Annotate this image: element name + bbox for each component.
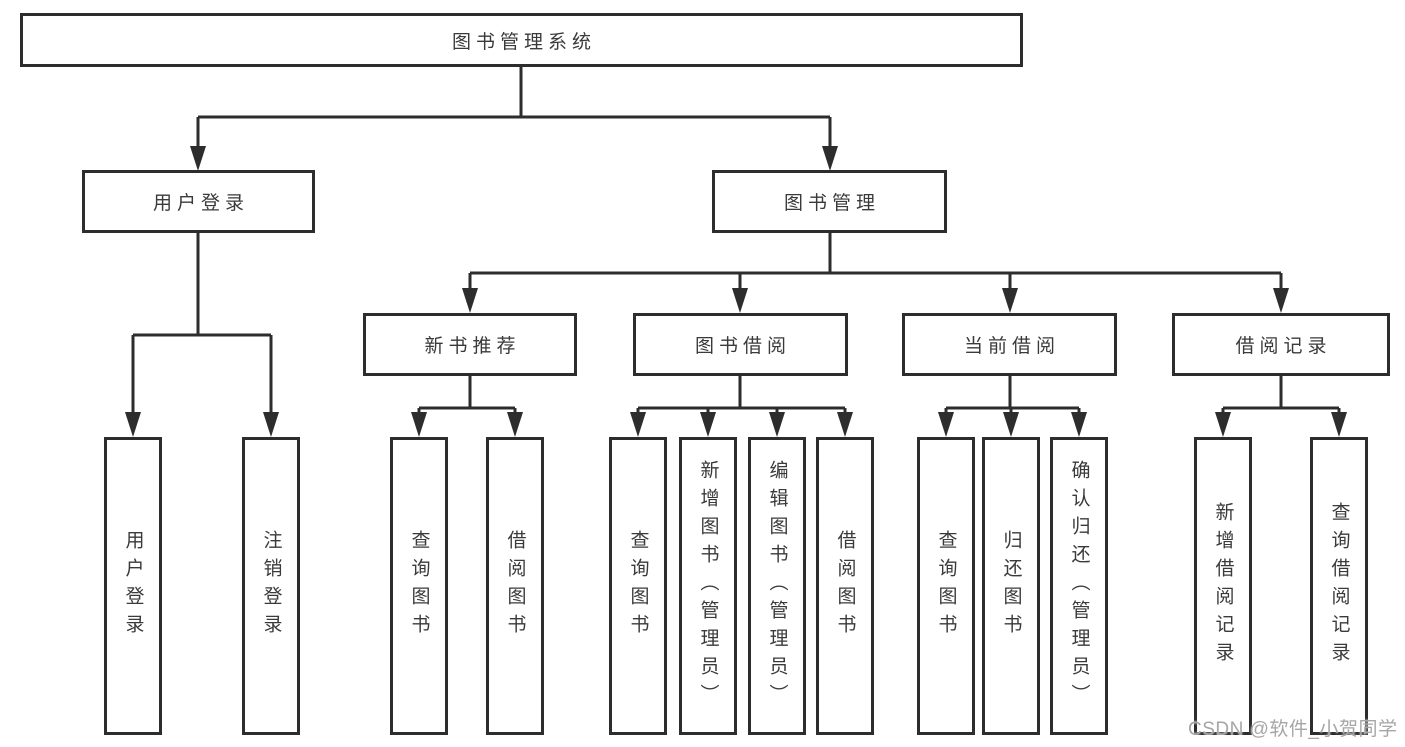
leaf-label: 查询图书 xyxy=(627,530,649,642)
leaf-query-books-borrow: 查询图书 xyxy=(609,437,667,735)
leaf-label: 用户登录 xyxy=(122,530,144,642)
connector-book-borrow-to-leaves xyxy=(630,376,853,437)
node-borrow-record: 借阅记录 xyxy=(1172,313,1390,376)
node-book-borrow: 图书借阅 xyxy=(633,313,848,376)
leaf-label: 查询图书 xyxy=(408,530,430,642)
leaf-label: 借阅图书 xyxy=(834,530,856,642)
node-book-borrow-label: 图书借阅 xyxy=(694,336,791,357)
connector-borrow-record-to-leaves xyxy=(1215,376,1347,437)
node-user-login: 用户登录 xyxy=(82,170,315,233)
csdn-watermark: CSDN @软件_小贺同学 xyxy=(1188,719,1398,740)
node-new-book-recommend: 新书推荐 xyxy=(363,313,577,376)
leaf-query-books-current: 查询图书 xyxy=(917,437,975,735)
connector-book-mgmt-to-level3 xyxy=(462,233,1289,313)
leaf-edit-books-admin: 编辑图书（管理员） xyxy=(748,437,806,735)
node-new-book-recommend-label: 新书推荐 xyxy=(424,336,521,357)
connector-current-borrow-to-leaves xyxy=(938,376,1087,437)
leaf-label: 新增图书（管理员） xyxy=(697,460,719,712)
leaf-label: 编辑图书（管理员） xyxy=(766,460,788,712)
leaf-query-books-recommend: 查询图书 xyxy=(390,437,448,735)
leaf-label: 确认归还（管理员） xyxy=(1068,460,1090,712)
leaf-label: 归还图书 xyxy=(1000,530,1022,642)
leaf-user-login: 用户登录 xyxy=(104,437,162,735)
node-book-management-label: 图书管理 xyxy=(783,193,880,214)
leaf-label: 注销登录 xyxy=(260,530,282,642)
node-user-login-label: 用户登录 xyxy=(152,193,249,214)
connector-new-book-to-leaves xyxy=(411,376,523,437)
leaf-return-books: 归还图书 xyxy=(982,437,1040,735)
leaf-label: 借阅图书 xyxy=(504,530,526,642)
leaf-label: 新增借阅记录 xyxy=(1212,502,1234,670)
leaf-label: 查询借阅记录 xyxy=(1328,502,1350,670)
leaf-borrow-books-recommend: 借阅图书 xyxy=(486,437,544,735)
node-borrow-record-label: 借阅记录 xyxy=(1235,336,1332,357)
leaf-label: 查询图书 xyxy=(935,530,957,642)
connector-user-login-to-leaves xyxy=(125,233,279,437)
connector-root-to-level2 xyxy=(190,67,838,171)
node-root-system: 图书管理系统 xyxy=(20,13,1023,67)
leaf-add-borrow-record: 新增借阅记录 xyxy=(1194,437,1252,735)
node-root-label: 图书管理系统 xyxy=(451,31,596,53)
node-current-borrow: 当前借阅 xyxy=(902,313,1117,376)
leaf-confirm-return-admin: 确认归还（管理员） xyxy=(1050,437,1108,735)
leaf-add-books-admin: 新增图书（管理员） xyxy=(679,437,737,735)
leaf-logout: 注销登录 xyxy=(242,437,300,735)
node-book-management: 图书管理 xyxy=(712,170,947,233)
leaf-borrow-books: 借阅图书 xyxy=(816,437,874,735)
leaf-query-borrow-record: 查询借阅记录 xyxy=(1310,437,1368,735)
node-current-borrow-label: 当前借阅 xyxy=(963,336,1060,357)
